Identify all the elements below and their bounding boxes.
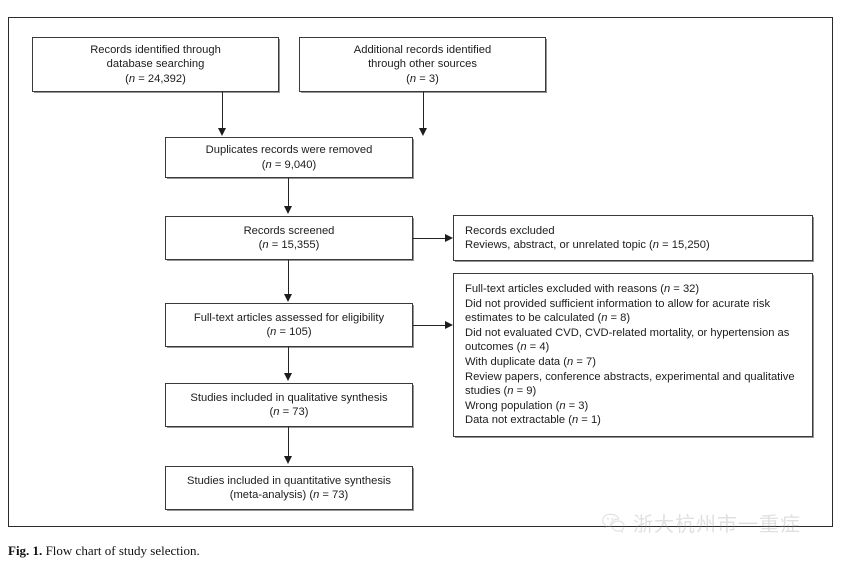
box-additional-records: Additional records identified through ot…	[299, 37, 546, 92]
box-qualitative-synthesis: Studies included in qualitative synthesi…	[165, 383, 413, 427]
exclusion-reason-2: Did not provided sufficient information …	[465, 297, 771, 325]
box-quantitative-line-2: (meta-analysis) (n = 73)	[229, 489, 349, 501]
box-records-identified-line-3: (n = 24,392)	[125, 72, 186, 85]
box-additional-records-line-2: through other sources	[368, 58, 477, 71]
connector-identified-to-duplicates	[222, 92, 224, 130]
arrow-fulltext-to-qualitative	[283, 373, 292, 381]
box-records-excluded-line-1: Records excluded	[465, 224, 555, 237]
box-records-excluded-line-2: Reviews, abstract, or unrelated topic (n…	[465, 239, 710, 251]
box-records-screened-line-2: (n = 15,355)	[258, 239, 320, 251]
exclusion-reason-1: Full-text articles excluded with reasons…	[465, 283, 700, 296]
connector-duplicates-to-screened	[288, 178, 290, 208]
box-duplicates-removed: Duplicates records were removed (n = 9,0…	[165, 137, 413, 178]
exclusion-reason-7: Data not extractable (n = 1)	[465, 414, 601, 427]
box-duplicates-removed-line-1: Duplicates records were removed	[205, 144, 373, 157]
box-qualitative-line-1: Studies included in qualitative synthesi…	[190, 391, 388, 404]
figure-caption-text: Flow chart of study selection.	[42, 543, 200, 558]
connector-additional-to-duplicates	[423, 92, 425, 130]
box-duplicates-removed-line-2: (n = 9,040)	[261, 158, 317, 171]
figure-caption-label: Fig. 1.	[8, 543, 43, 558]
box-records-screened: Records screened (n = 15,355)	[165, 216, 413, 260]
connector-qualitative-to-quantitative	[288, 427, 290, 458]
box-fulltext-assessed: Full-text articles assessed for eligibil…	[165, 303, 413, 347]
box-fulltext-excluded: Full-text articles excluded with reasons…	[453, 273, 813, 437]
figure-frame	[8, 17, 833, 527]
box-additional-records-line-3: (n = 3)	[406, 72, 439, 85]
box-fulltext-assessed-line-2: (n = 105)	[266, 326, 312, 338]
arrow-fulltext-to-excluded	[445, 320, 453, 329]
box-quantitative-synthesis: Studies included in quantitative synthes…	[165, 466, 413, 510]
arrow-duplicates-to-screened	[283, 206, 292, 214]
arrow-additional-to-duplicates	[418, 128, 427, 136]
box-qualitative-line-2: (n = 73)	[269, 406, 309, 418]
arrow-screened-to-excluded	[445, 233, 453, 242]
connector-fulltext-to-excluded	[413, 324, 446, 326]
box-fulltext-assessed-line-1: Full-text articles assessed for eligibil…	[193, 311, 385, 324]
connector-screened-to-excluded	[413, 237, 446, 239]
box-records-identified: Records identified through database sear…	[32, 37, 279, 92]
figure-caption: Fig. 1. Flow chart of study selection.	[8, 543, 200, 559]
box-records-identified-line-1: Records identified through	[90, 44, 221, 57]
box-quantitative-line-1: Studies included in quantitative synthes…	[187, 474, 391, 487]
box-records-excluded: Records excluded Reviews, abstract, or u…	[453, 215, 813, 261]
arrow-screened-to-fulltext	[283, 294, 292, 302]
exclusion-reason-6: Wrong population (n = 3)	[465, 399, 589, 412]
arrow-qualitative-to-quantitative	[283, 456, 292, 464]
arrow-identified-to-duplicates	[217, 128, 226, 136]
connector-fulltext-to-qualitative	[288, 347, 290, 375]
box-records-identified-line-2: database searching	[106, 58, 205, 71]
box-records-screened-line-1: Records screened	[243, 224, 335, 237]
connector-screened-to-fulltext	[288, 260, 290, 296]
exclusion-reason-5: Review papers, conference abstracts, exp…	[465, 370, 795, 398]
exclusion-reason-3: Did not evaluated CVD, CVD-related morta…	[465, 326, 790, 354]
exclusion-reason-4: With duplicate data (n = 7)	[465, 356, 596, 368]
box-additional-records-line-1: Additional records identified	[353, 44, 492, 57]
